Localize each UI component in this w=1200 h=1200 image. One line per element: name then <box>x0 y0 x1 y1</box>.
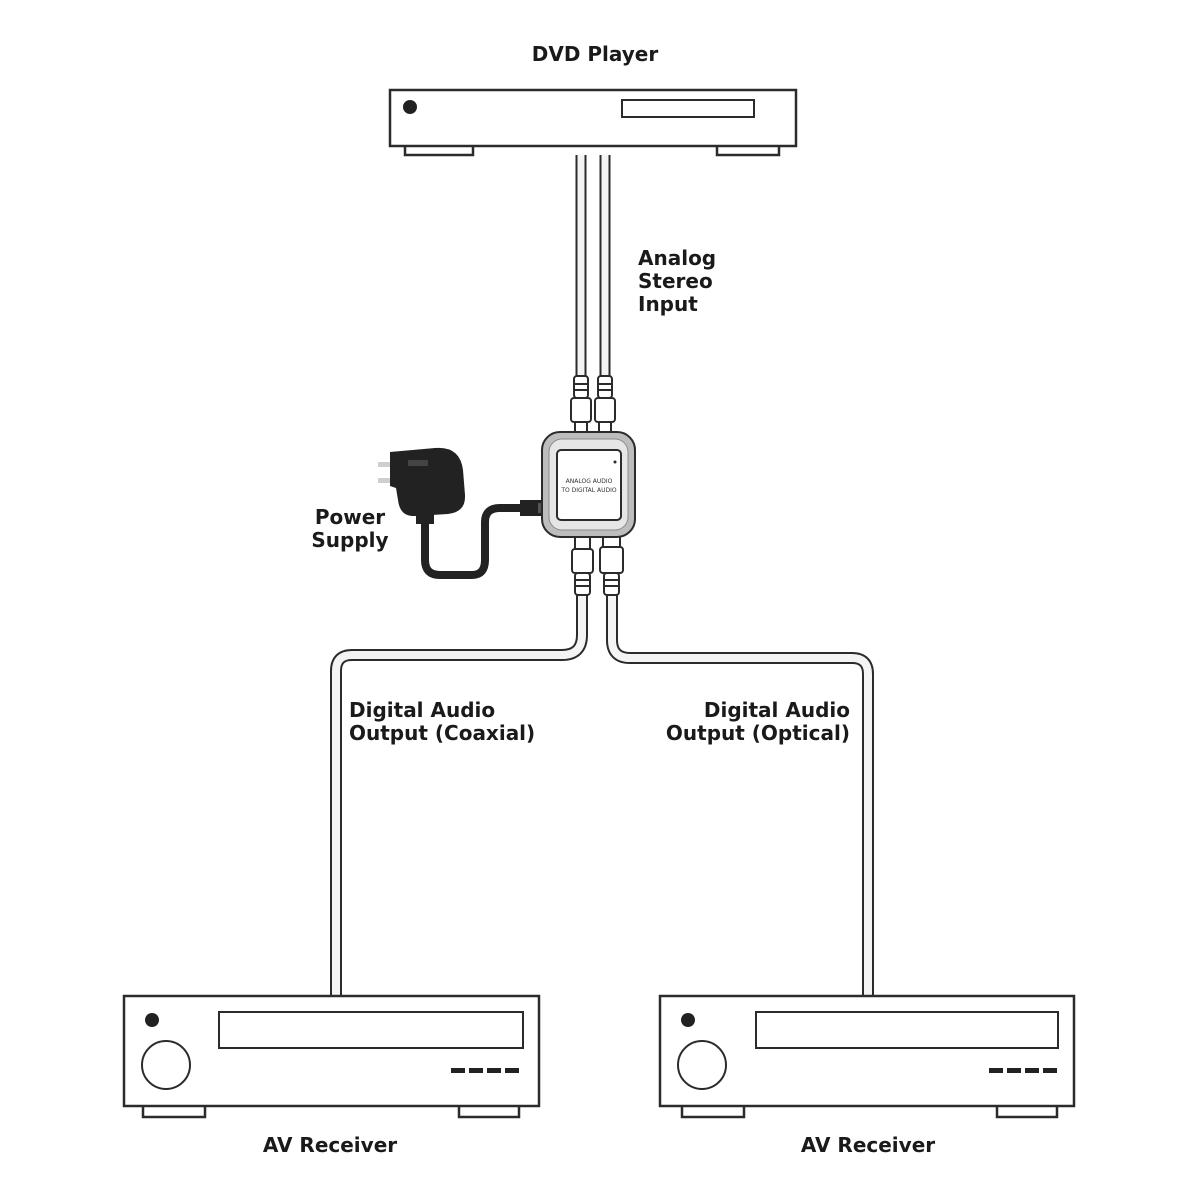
rca-plug-left <box>570 375 592 437</box>
analog-input-line1: Analog <box>638 246 717 270</box>
receiver-right-volume-knob-icon <box>677 1040 727 1090</box>
power-supply-line2: Supply <box>311 528 389 552</box>
analog-input-line2: Stereo <box>638 269 713 293</box>
coaxial-plug <box>571 534 594 596</box>
av-receiver-right <box>658 994 1076 1119</box>
coaxial-cable <box>330 595 588 995</box>
power-supply-line1: Power <box>314 505 386 529</box>
receiver-left-buttons-icon <box>451 1068 519 1073</box>
coaxial-output-line2: Output (Coaxial) <box>349 721 536 745</box>
optical-plug <box>599 534 624 596</box>
analog-input-label: Analog Stereo Input <box>638 247 716 316</box>
receiver-left-power-icon <box>145 1013 159 1027</box>
coaxial-output-label: Digital Audio Output (Coaxial) <box>349 699 535 745</box>
rca-plug-right <box>594 375 616 437</box>
converter-label-line1: ANALOG AUDIO <box>566 478 613 485</box>
dvd-power-button-icon <box>403 100 417 114</box>
converter-box: ANALOG AUDIO TO DIGITAL AUDIO <box>541 431 636 538</box>
receiver-right-buttons-icon <box>989 1068 1057 1073</box>
receiver-right-power-icon <box>681 1013 695 1027</box>
av-receiver-left <box>122 994 541 1119</box>
av-receiver-right-label: AV Receiver <box>800 1133 936 1157</box>
optical-output-label: Digital Audio Output (Optical) <box>650 699 850 745</box>
coaxial-output-line1: Digital Audio <box>349 698 496 722</box>
av-receiver-left-label: AV Receiver <box>262 1133 398 1157</box>
optical-cable <box>606 595 874 995</box>
optical-output-line1: Digital Audio <box>703 698 850 722</box>
power-cord <box>421 504 539 579</box>
converter-label-line2: TO DIGITAL AUDIO <box>560 487 617 494</box>
optical-output-line2: Output (Optical) <box>665 721 850 745</box>
power-supply-label: Power Supply <box>300 506 400 552</box>
power-adapter-icon <box>378 447 466 524</box>
analog-input-line3: Input <box>638 292 698 316</box>
receiver-left-volume-knob-icon <box>141 1040 191 1090</box>
dvd-player <box>388 88 798 157</box>
dvd-player-label: DVD Player <box>531 42 659 66</box>
